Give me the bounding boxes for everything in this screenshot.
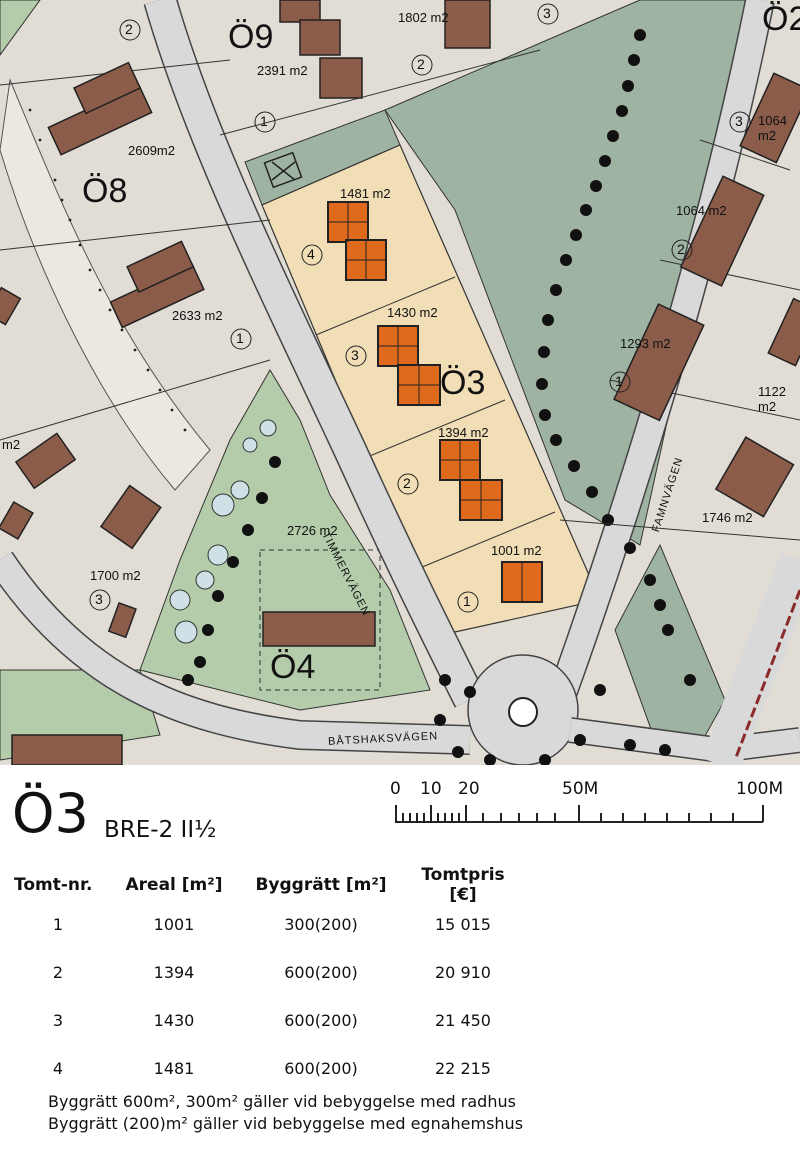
plot-number: 1: [236, 330, 244, 346]
block-label-o8: Ö8: [82, 172, 128, 210]
tree-row: [182, 29, 696, 765]
plot-number: 3: [351, 347, 359, 363]
note-line: Byggrätt 600m², 300m² gäller vid bebygge…: [48, 1092, 516, 1111]
scale-label: 20: [458, 779, 480, 799]
plot-table: Tomt-nr. Areal [m²] Byggrätt [m²] Tomtpr…: [8, 865, 524, 1107]
block-title: Ö3: [12, 782, 89, 845]
table-cell: 1394: [153, 963, 195, 982]
existing-buildings: [0, 0, 800, 765]
block-label-o3: Ö3: [440, 364, 486, 402]
note-line: Byggrätt (200)m² gäller vid bebyggelse m…: [48, 1114, 524, 1133]
area-label: 2609m2: [128, 143, 175, 158]
area-label: 1001 m2: [491, 543, 542, 558]
table-cell: 2: [52, 963, 64, 982]
table-cell: 22 215: [435, 1059, 491, 1078]
table-cell: 300(200): [284, 915, 358, 934]
area-label: 2633 m2: [172, 308, 223, 323]
table-cell: 1001: [153, 915, 195, 934]
table-cell: 600(200): [284, 963, 358, 982]
column-header: Tomtpris [€]: [421, 865, 505, 905]
column-header: Tomt-nr.: [14, 875, 93, 895]
table-row: 2 1394 600(200) 20 910: [8, 963, 524, 1011]
scale-label: 10: [420, 779, 442, 799]
plot-number: 2: [125, 21, 133, 37]
table-row: 3 1430 600(200) 21 450: [8, 1011, 524, 1059]
column-header: Areal [m²]: [125, 875, 223, 895]
plot-number: 2: [403, 475, 411, 491]
area-label: m2: [2, 437, 21, 452]
scale-label: 100M: [736, 779, 784, 799]
plot-number: 3: [543, 5, 551, 21]
area-label: 2391 m2: [257, 63, 308, 78]
plot-number: 2: [417, 56, 425, 72]
plot-number: 3: [95, 591, 103, 607]
area-label: 1122 m2: [758, 384, 786, 414]
plot-number: 1: [260, 113, 268, 129]
area-label: 1481 m2: [340, 186, 391, 201]
plot-number: 1: [463, 593, 471, 609]
street-label-batshaksvagen: BÅTSHAKSVÄGEN: [327, 730, 439, 748]
block-label-o9: Ö9: [228, 18, 274, 56]
scale-label: 50M: [562, 779, 599, 799]
plot-number: 3: [735, 113, 743, 129]
area-label: 1064 m2: [758, 113, 787, 143]
street-label-timmervagen: TIMMERVÄGEN: [319, 530, 373, 619]
plot-number: 4: [307, 246, 315, 262]
area-label: 1430 m2: [387, 305, 438, 320]
area-label: 1064 m2: [676, 203, 727, 218]
scale-label: 0: [390, 779, 401, 799]
area-label: 2726 m2: [287, 523, 338, 538]
area-label: 1293 m2: [620, 336, 671, 351]
site-plan-map: [0, 0, 800, 765]
table-cell: 600(200): [284, 1059, 358, 1078]
table-cell: 3: [52, 1011, 64, 1030]
notes: Byggrätt 600m², 300m² gäller vid bebygge…: [48, 1091, 523, 1135]
area-label: 1802 m2: [398, 10, 449, 25]
table-header-row: Tomt-nr. Areal [m²] Byggrätt [m²] Tomtpr…: [8, 865, 524, 915]
table-cell: 1: [52, 915, 64, 934]
plot-info-panel: Ö3 BRE-2 II½ 0 10 20 50M 100M Tomt-nr. A…: [0, 765, 800, 1170]
area-label: 1394 m2: [438, 425, 489, 440]
area-label: 1700 m2: [90, 568, 141, 583]
plot-number: 2: [677, 241, 685, 257]
block-label-o4: Ö4: [270, 648, 316, 686]
column-header: Byggrätt [m²]: [255, 875, 387, 895]
table-cell: 1430: [153, 1011, 195, 1030]
scale-bar: 0 10 20 50M 100M: [390, 775, 790, 845]
table-row: 1 1001 300(200) 15 015: [8, 915, 524, 963]
table-row: 4 1481 600(200) 22 215: [8, 1059, 524, 1107]
map-labels: Ö9 Ö8 Ö3 Ö4 Ö2 1802 m2 2391 m2 2609m2 14…: [2, 0, 800, 748]
table-cell: 4: [52, 1059, 64, 1078]
block-label-o2: Ö2: [762, 0, 800, 38]
table-cell: 1481: [153, 1059, 195, 1078]
table-cell: 15 015: [435, 915, 491, 934]
plot-number: 1: [615, 373, 623, 389]
table-cell: 21 450: [435, 1011, 491, 1030]
zone-code: BRE-2 II½: [104, 817, 217, 843]
area-label: 1746 m2: [702, 510, 753, 525]
street-label-famnvagen: FAMNVÄGEN: [650, 455, 686, 534]
table-cell: 20 910: [435, 963, 491, 982]
table-cell: 600(200): [284, 1011, 358, 1030]
